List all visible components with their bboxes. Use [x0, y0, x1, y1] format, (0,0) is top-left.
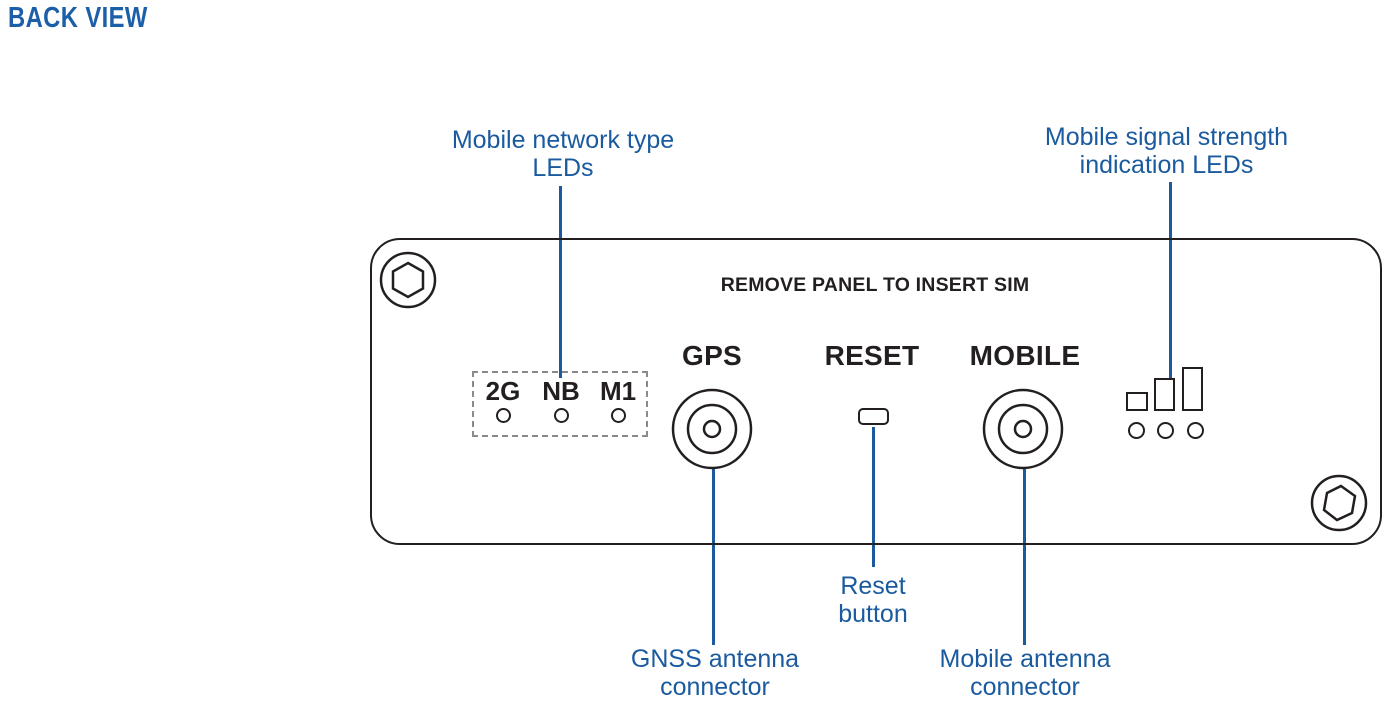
leader-line-reset-button [872, 427, 875, 567]
reset-button-pinhole[interactable] [858, 408, 889, 425]
signal-strength-led-group [1128, 422, 1208, 440]
signal-bar-1 [1126, 392, 1148, 411]
network-led-nb: NB [534, 377, 588, 423]
mobile-antenna-connector-icon [982, 388, 1064, 470]
signal-bar-2 [1154, 378, 1175, 411]
leader-line-signal-leds [1169, 182, 1172, 378]
signal-bar-3 [1182, 367, 1203, 411]
network-led-label: NB [542, 376, 580, 406]
led-indicator-icon [553, 408, 569, 423]
hex-screw-icon [1309, 473, 1369, 533]
leader-line-network-leds [559, 186, 562, 378]
port-label-reset: RESET [824, 340, 920, 371]
port-label-gps: GPS [681, 340, 743, 371]
device-panel-outline [370, 238, 1382, 545]
network-led-m1: M1 [591, 377, 645, 423]
network-type-led-group: 2G NB M1 [472, 371, 648, 437]
led-indicator-icon [495, 408, 511, 423]
led-indicator-icon [1157, 422, 1174, 439]
callout-network-leds: Mobile network type LEDs [451, 126, 675, 182]
network-led-2g: 2G [476, 377, 530, 423]
callout-signal-leds: Mobile signal strength indication LEDs [1044, 123, 1289, 179]
network-led-label: 2G [485, 376, 521, 406]
hex-screw-icon [378, 250, 438, 310]
page-title: BACK VIEW [8, 2, 148, 34]
leader-line-gnss-connector [712, 468, 715, 645]
signal-strength-bars-icon [1126, 367, 1210, 411]
led-indicator-icon [610, 408, 626, 423]
led-indicator-icon [1187, 422, 1204, 439]
gnss-antenna-connector-icon [671, 388, 753, 470]
callout-gnss-antenna-connector: GNSS antenna connector [630, 645, 800, 701]
led-indicator-icon [1128, 422, 1145, 439]
silkscreen-insert-sim-text: REMOVE PANEL TO INSERT SIM [720, 274, 1030, 296]
callout-mobile-antenna-connector: Mobile antenna connector [939, 645, 1111, 701]
callout-reset-button: Reset button [838, 572, 908, 628]
port-label-mobile: MOBILE [969, 340, 1081, 371]
leader-line-mobile-connector [1023, 468, 1026, 645]
network-led-label: M1 [599, 376, 637, 406]
